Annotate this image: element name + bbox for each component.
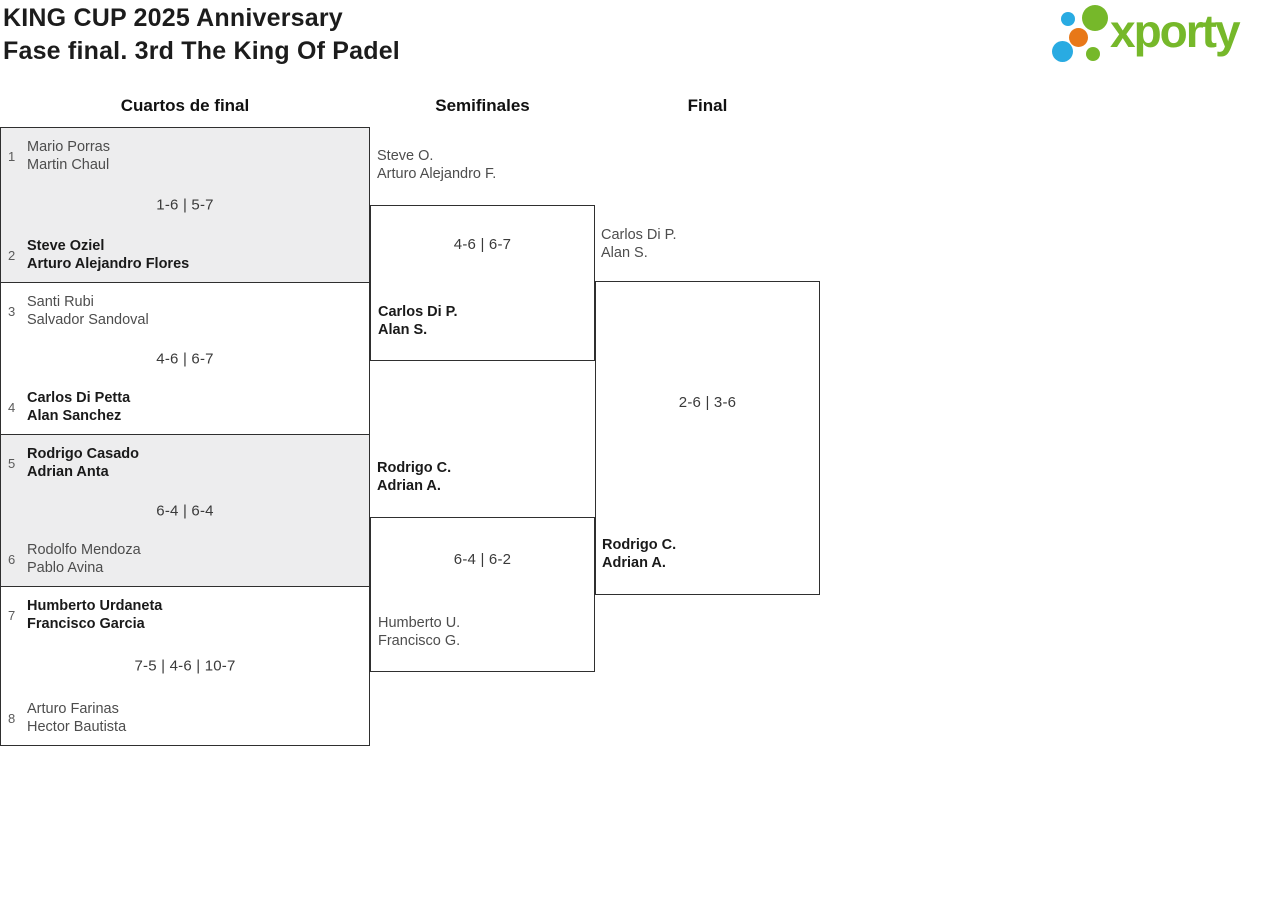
logo-dot-blue-large-icon — [1052, 41, 1073, 62]
logo-dot-green-small-icon — [1086, 47, 1100, 61]
team-slot: 4 Carlos Di Petta Alan Sanchez — [1, 389, 130, 425]
match-score: 2-6 | 3-6 — [678, 394, 737, 411]
player-name: Francisco G. — [378, 633, 461, 649]
player-name: Steve O. — [377, 148, 434, 164]
team-name: Mario Porras Martin Chaul — [27, 138, 110, 174]
round-header-semifinals: Semifinales — [435, 96, 530, 115]
logo-dot-orange-icon — [1069, 28, 1088, 47]
player-name: Francisco Garcia — [27, 616, 145, 632]
player-name: Pablo Avina — [27, 560, 104, 576]
phase-subtitle: Fase final. 3rd The King Of Padel — [3, 37, 400, 65]
team-slot: 7 Humberto Urdaneta Francisco Garcia — [1, 597, 162, 633]
qf-match-3[interactable]: 5 Rodrigo Casado Adrian Anta 6-4 | 6-4 6… — [1, 435, 369, 587]
sf1-team-top: Steve O. Arturo Alejandro F. — [377, 147, 496, 183]
player-name: Humberto U. — [378, 615, 461, 631]
team-name: Humberto Urdaneta Francisco Garcia — [27, 597, 162, 633]
match-score: 4-6 | 6-7 — [156, 350, 214, 367]
round-header-quarterfinals: Cuartos de final — [120, 96, 250, 115]
player-name: Hector Bautista — [27, 719, 127, 735]
seed-number: 1 — [8, 148, 16, 164]
player-name: Humberto Urdaneta — [27, 598, 163, 614]
player-name: Rodrigo C. — [602, 537, 677, 553]
player-name: Carlos Di P. — [601, 227, 677, 243]
team-slot: 8 Arturo Farinas Hector Bautista — [1, 700, 126, 736]
seed-number: 6 — [8, 551, 16, 567]
team-slot: 3 Santi Rubi Salvador Sandoval — [1, 293, 149, 329]
player-name: Rodrigo C. — [377, 460, 452, 476]
team-name: Rodrigo Casado Adrian Anta — [27, 445, 139, 481]
qf-match-1[interactable]: 1 Mario Porras Martin Chaul 1-6 | 5-7 2 … — [1, 128, 369, 283]
team-name: Carlos Di Petta Alan Sanchez — [27, 389, 130, 425]
player-name: Adrian A. — [602, 555, 666, 571]
team-name: Rodolfo Mendoza Pablo Avina — [27, 541, 141, 577]
player-name: Arturo Farinas — [27, 701, 119, 717]
sf2-team-top: Rodrigo C. Adrian A. — [377, 459, 451, 495]
seed-number: 7 — [8, 607, 16, 623]
sf-match-2[interactable]: 6-4 | 6-2 Humberto U. Francisco G. — [370, 517, 595, 672]
player-name: Carlos Di P. — [378, 304, 458, 320]
player-name: Adrian Anta — [27, 464, 109, 480]
team-slot: 2 Steve Oziel Arturo Alejandro Flores — [1, 237, 189, 273]
player-name: Mario Porras — [27, 139, 110, 155]
sf2-team-bottom: Humberto U. Francisco G. — [378, 614, 460, 650]
match-score: 7-5 | 4-6 | 10-7 — [134, 657, 236, 675]
player-name: Steve Oziel — [27, 238, 105, 254]
team-name: Arturo Farinas Hector Bautista — [27, 700, 126, 736]
seed-number: 4 — [8, 399, 16, 415]
player-name: Martin Chaul — [27, 157, 110, 173]
team-slot: 5 Rodrigo Casado Adrian Anta — [1, 445, 139, 481]
match-score: 6-4 | 6-2 — [453, 551, 512, 568]
qf-match-2[interactable]: 3 Santi Rubi Salvador Sandoval 4-6 | 6-7… — [1, 283, 369, 435]
logo-dot-blue-small-icon — [1061, 12, 1075, 26]
player-name: Salvador Sandoval — [27, 312, 149, 328]
logo-wordmark: xporty — [1110, 5, 1241, 57]
player-name: Santi Rubi — [27, 294, 94, 310]
page-title: KING CUP 2025 Anniversary Fase final. 3r… — [3, 2, 400, 68]
tournament-title: KING CUP 2025 Anniversary — [3, 4, 343, 32]
player-name: Rodolfo Mendoza — [27, 542, 141, 558]
player-name: Arturo Alejandro Flores — [27, 256, 190, 272]
final-team-bottom: Rodrigo C. Adrian A. — [602, 536, 676, 572]
sf1-team-bottom: Carlos Di P. Alan S. — [378, 303, 458, 339]
xporty-logo[interactable]: xporty — [1050, 0, 1280, 70]
match-score: 6-4 | 6-4 — [156, 502, 214, 519]
player-name: Adrian A. — [377, 478, 441, 494]
round-header-final: Final — [687, 96, 728, 115]
quarterfinals-column: 1 Mario Porras Martin Chaul 1-6 | 5-7 2 … — [0, 127, 370, 746]
seed-number: 3 — [8, 303, 16, 319]
player-name: Alan S. — [601, 245, 648, 261]
final-match[interactable]: 2-6 | 3-6 Rodrigo C. Adrian A. — [595, 281, 820, 595]
seed-number: 8 — [8, 710, 16, 726]
player-name: Rodrigo Casado — [27, 446, 139, 462]
team-slot: 6 Rodolfo Mendoza Pablo Avina — [1, 541, 141, 577]
player-name: Carlos Di Petta — [27, 390, 131, 406]
match-score: 1-6 | 5-7 — [156, 196, 214, 214]
logo-dot-green-large-icon — [1082, 5, 1108, 31]
seed-number: 5 — [8, 455, 16, 471]
player-name: Arturo Alejandro F. — [377, 166, 497, 182]
qf-match-4[interactable]: 7 Humberto Urdaneta Francisco Garcia 7-5… — [1, 587, 369, 745]
team-name: Steve Oziel Arturo Alejandro Flores — [27, 237, 189, 273]
seed-number: 2 — [8, 247, 16, 263]
team-slot: 1 Mario Porras Martin Chaul — [1, 138, 110, 174]
sf-match-1[interactable]: 4-6 | 6-7 Carlos Di P. Alan S. — [370, 205, 595, 361]
team-name: Santi Rubi Salvador Sandoval — [27, 293, 149, 329]
player-name: Alan Sanchez — [27, 408, 122, 424]
final-team-top: Carlos Di P. Alan S. — [601, 226, 676, 262]
match-score: 4-6 | 6-7 — [453, 236, 512, 253]
player-name: Alan S. — [378, 322, 428, 338]
